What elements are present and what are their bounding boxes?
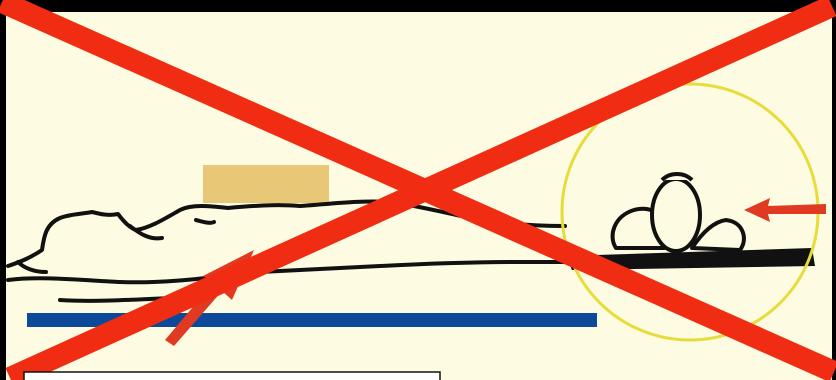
caption-box <box>23 371 441 380</box>
arrow-icon <box>744 198 826 222</box>
support-bar <box>566 248 815 270</box>
sandbag-block <box>203 165 329 203</box>
head-end-detail <box>610 172 746 253</box>
lying-patient-outline <box>6 199 582 303</box>
